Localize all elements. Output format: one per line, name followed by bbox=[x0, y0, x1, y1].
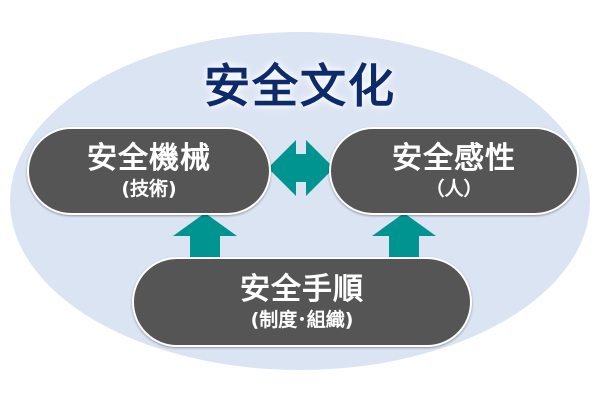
node-safety-sense-sub: （人） bbox=[425, 178, 483, 200]
node-safety-machine: 安全機械 (技術) bbox=[27, 127, 271, 215]
node-safety-procedure: 安全手順 (制度･組織) bbox=[132, 257, 472, 347]
up-arrow-left bbox=[173, 213, 237, 259]
up-arrow-right bbox=[372, 213, 436, 259]
node-safety-procedure-sub: (制度･組織) bbox=[250, 309, 354, 331]
node-safety-machine-label: 安全機械 bbox=[87, 141, 211, 176]
node-safety-procedure-label: 安全手順 bbox=[240, 272, 364, 307]
node-safety-sense: 安全感性 （人） bbox=[329, 127, 579, 215]
node-safety-sense-label: 安全感性 bbox=[392, 141, 516, 176]
bidirectional-arrow bbox=[268, 140, 334, 196]
node-safety-machine-sub: (技術) bbox=[121, 178, 177, 200]
diagram-title: 安全文化 bbox=[204, 59, 396, 113]
